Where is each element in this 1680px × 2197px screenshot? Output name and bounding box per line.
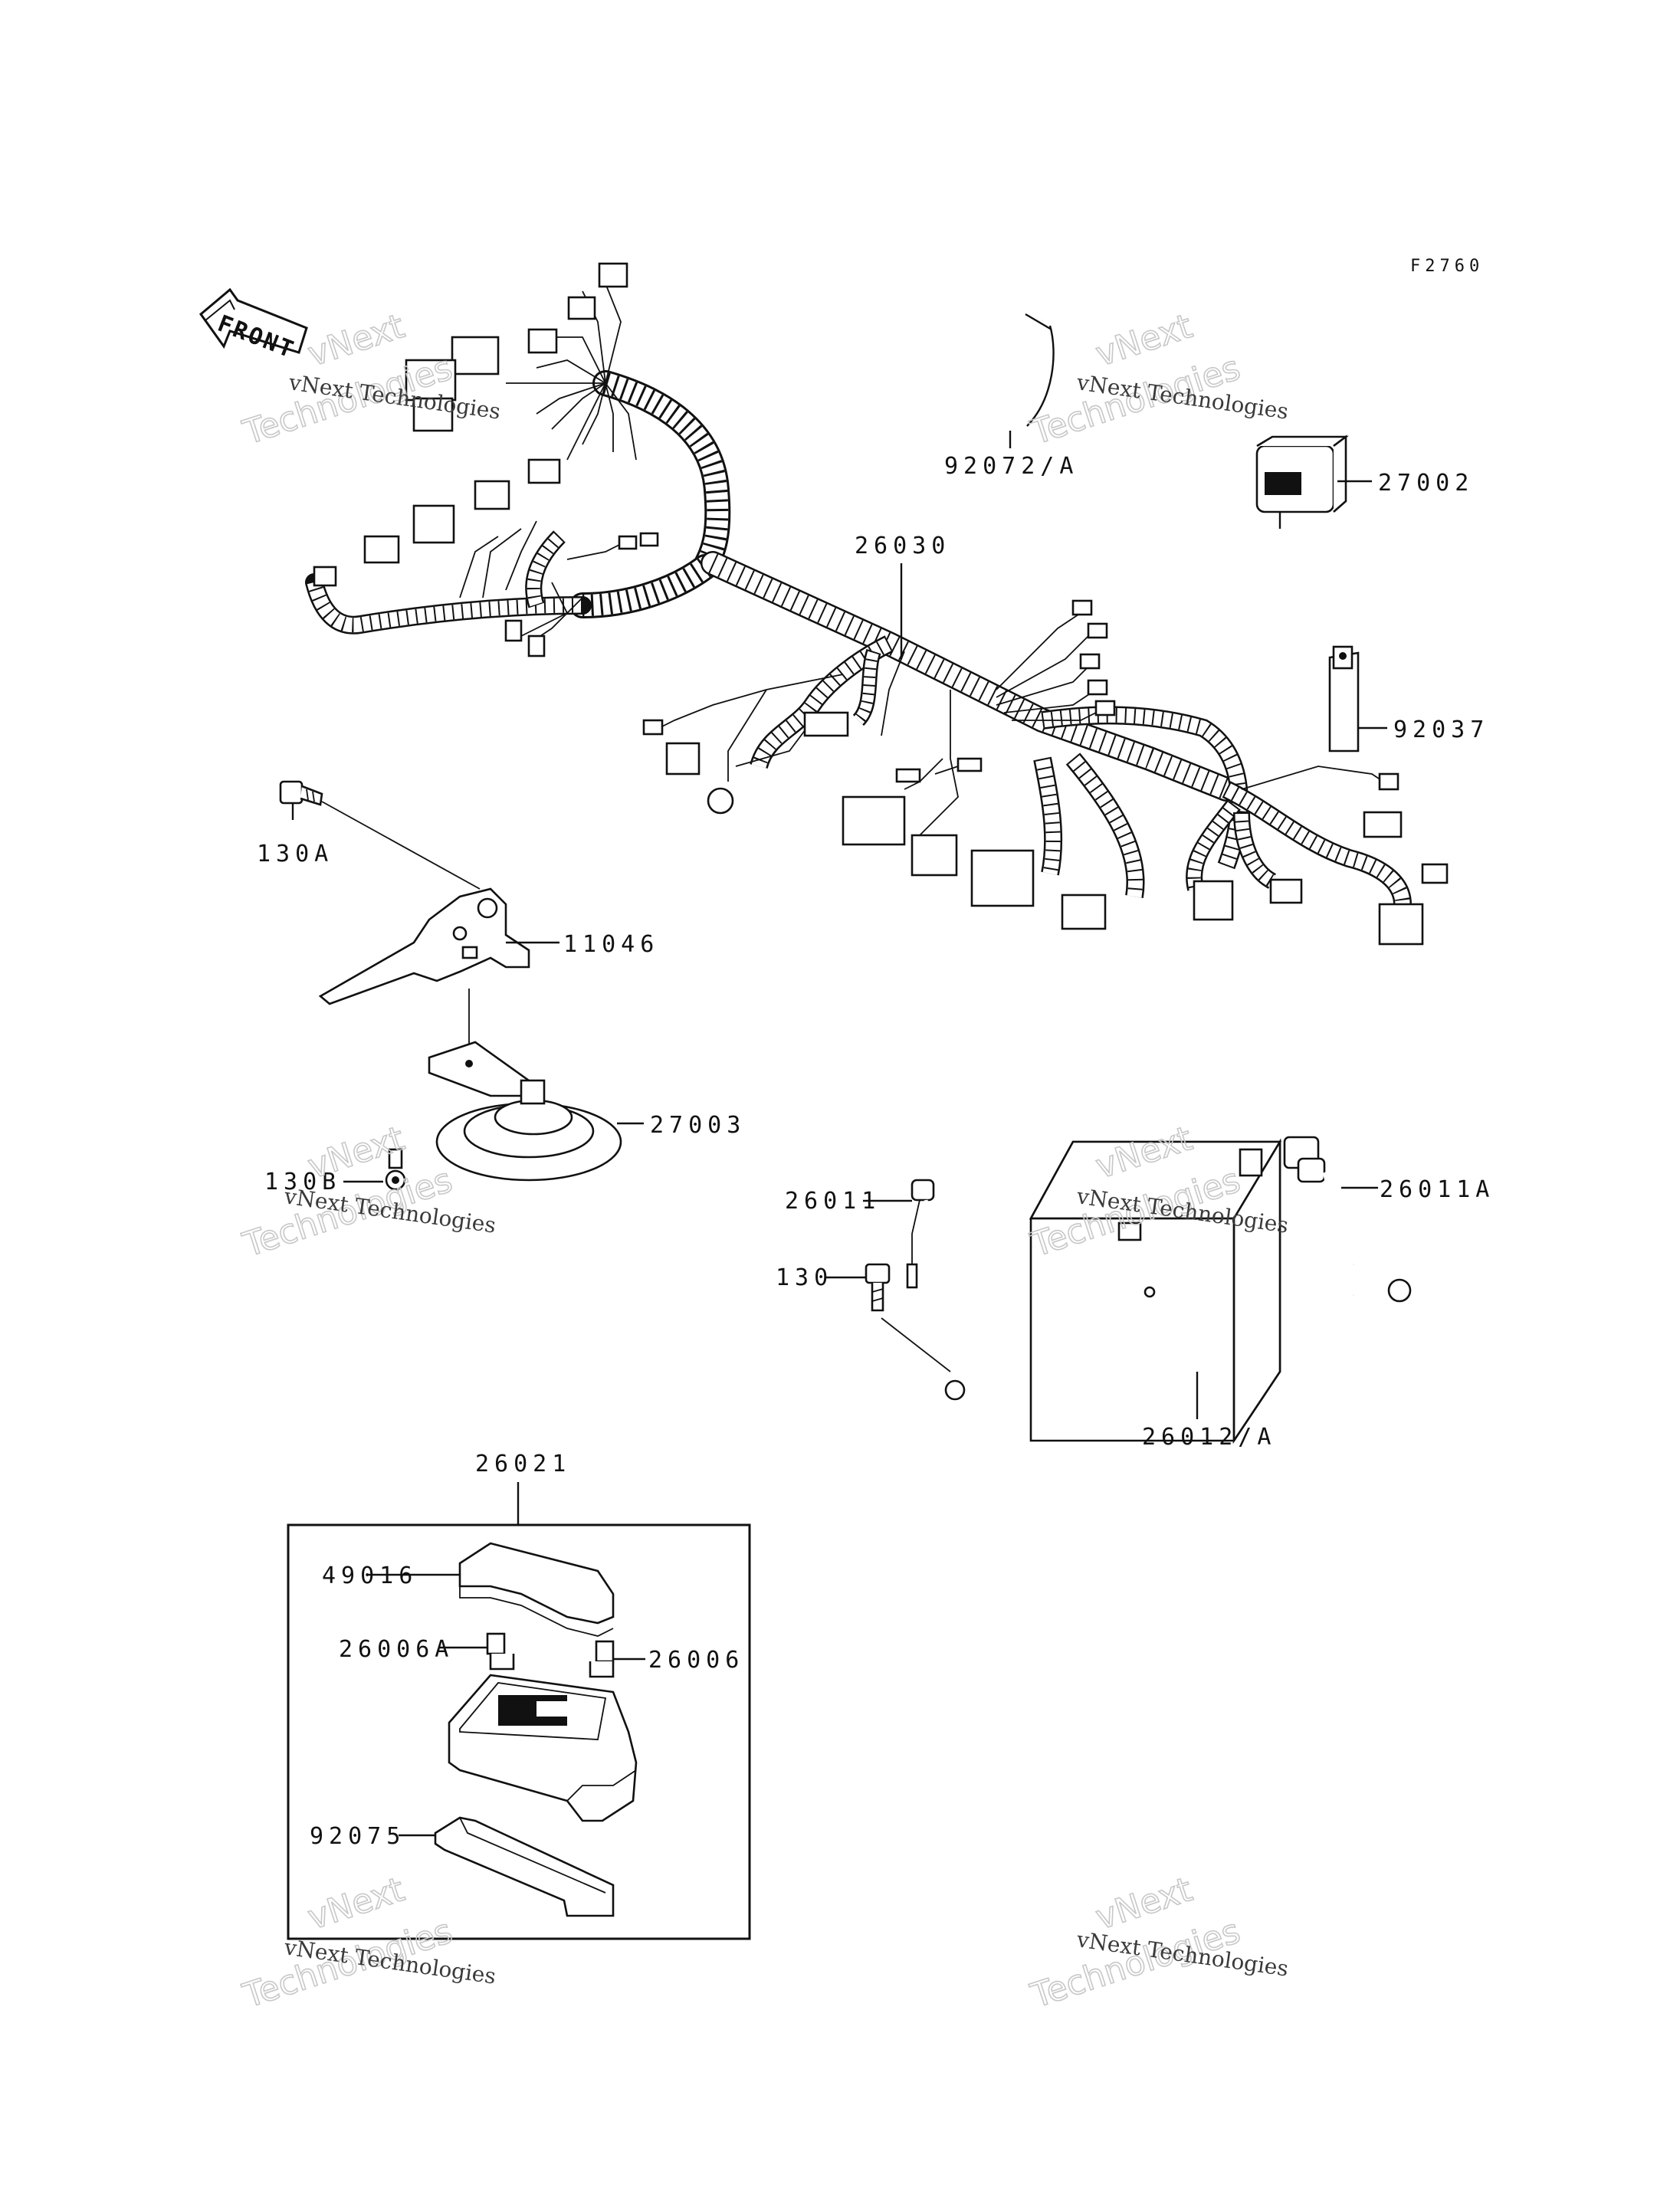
battery-26012A: 26012/A bbox=[1029, 1138, 1282, 1451]
label-26006A: 26006A bbox=[339, 1636, 454, 1663]
watermark-top-right: vNext Technologies vNext Technologies bbox=[1025, 306, 1290, 453]
label-92072A: 92072/A bbox=[944, 453, 1078, 480]
label-92075: 92075 bbox=[310, 1823, 405, 1850]
bracket-11046: 11046 bbox=[318, 887, 659, 1058]
svg-text:vNext: vNext bbox=[304, 1870, 409, 1937]
svg-text:vNext: vNext bbox=[1091, 1870, 1197, 1937]
watermark-bottom-right: vNext Technologies vNext Technologies bbox=[1025, 1869, 1290, 2016]
label-130: 130 bbox=[776, 1264, 833, 1291]
label-26012A: 26012/A bbox=[1142, 1424, 1276, 1451]
watermark-bottom-left: vNext Technologies vNext Technologies bbox=[238, 1869, 497, 2016]
clamp-92037: 92037 bbox=[1328, 645, 1489, 753]
label-130B: 130B bbox=[264, 1169, 341, 1195]
horn-27003: 27003 bbox=[428, 1041, 746, 1182]
cable-26011A: 26011A bbox=[1283, 1136, 1495, 1313]
label-26011A: 26011A bbox=[1380, 1176, 1495, 1203]
label-26021: 26021 bbox=[475, 1451, 571, 1477]
label-26006: 26006 bbox=[648, 1647, 744, 1674]
bolt-130: 130 bbox=[776, 1263, 951, 1372]
fuse-box-frame bbox=[287, 1523, 751, 1940]
label-11046: 11046 bbox=[563, 931, 659, 958]
nut-130B: 130B bbox=[264, 1148, 406, 1195]
label-26011: 26011 bbox=[785, 1188, 881, 1215]
front-arrow-icon: FRONT bbox=[199, 287, 308, 364]
label-27003: 27003 bbox=[650, 1112, 746, 1139]
bolt-130A: 130A bbox=[257, 780, 481, 890]
label-26030: 26030 bbox=[855, 533, 950, 559]
label-130A: 130A bbox=[257, 841, 333, 867]
label-92037: 92037 bbox=[1393, 716, 1489, 743]
svg-text:vNext: vNext bbox=[304, 307, 409, 374]
svg-text:vNext: vNext bbox=[1091, 307, 1197, 374]
label-27002: 27002 bbox=[1378, 470, 1474, 497]
fuse-box-assembly-26021: 26021 49016 26006A 26006 92075 bbox=[287, 1451, 751, 1940]
relay-27002: 27002 bbox=[1255, 434, 1474, 529]
cable-26011: 26011 bbox=[785, 1179, 999, 1401]
diagram-code: F2760 bbox=[1410, 257, 1484, 276]
label-49016: 49016 bbox=[322, 1562, 418, 1589]
cable-tie-92072A: 92072/A bbox=[944, 313, 1078, 480]
main-harness-26030: 26030 bbox=[305, 262, 1449, 946]
